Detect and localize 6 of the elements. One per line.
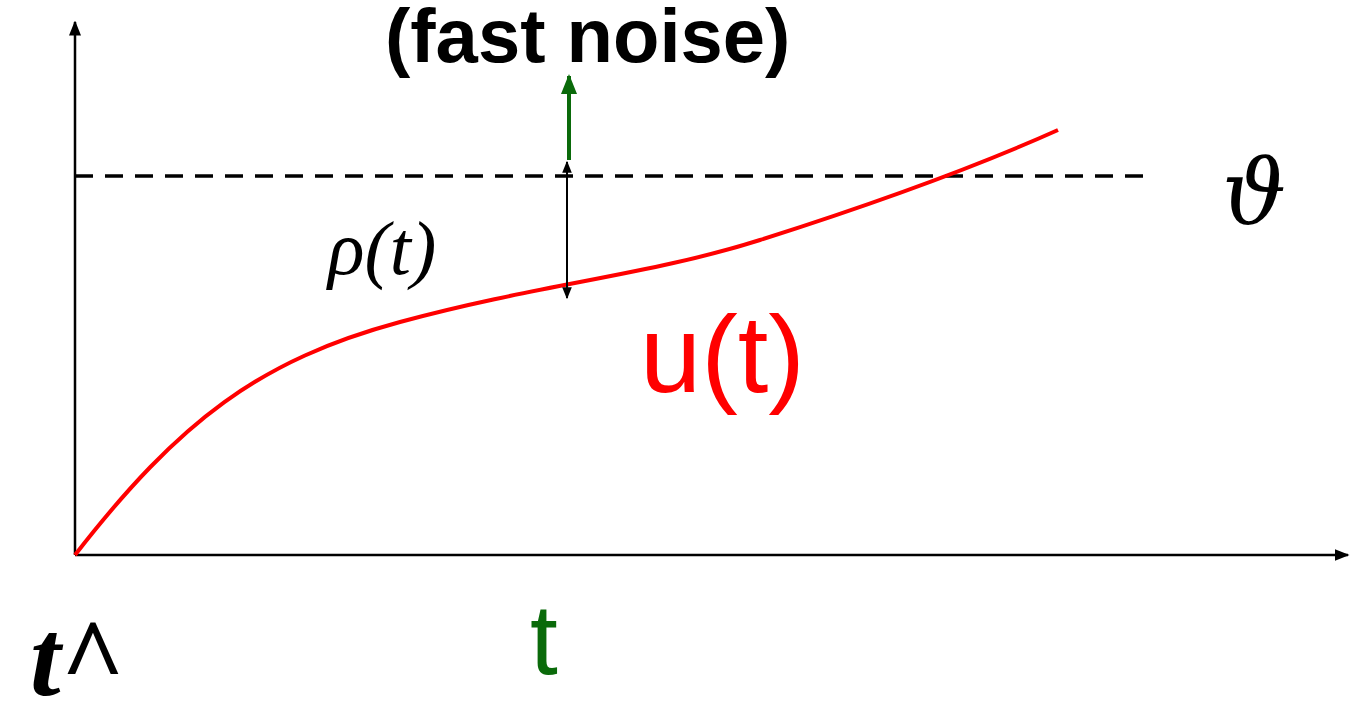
curve-label: u(t) xyxy=(640,291,805,417)
noise-label: (fast noise) xyxy=(385,0,791,79)
threshold-symbol: ϑ xyxy=(1222,140,1287,245)
distance-label: ρ(t) xyxy=(328,205,437,292)
axis-label: t xyxy=(530,582,558,697)
time-label: t^ xyxy=(30,596,124,720)
